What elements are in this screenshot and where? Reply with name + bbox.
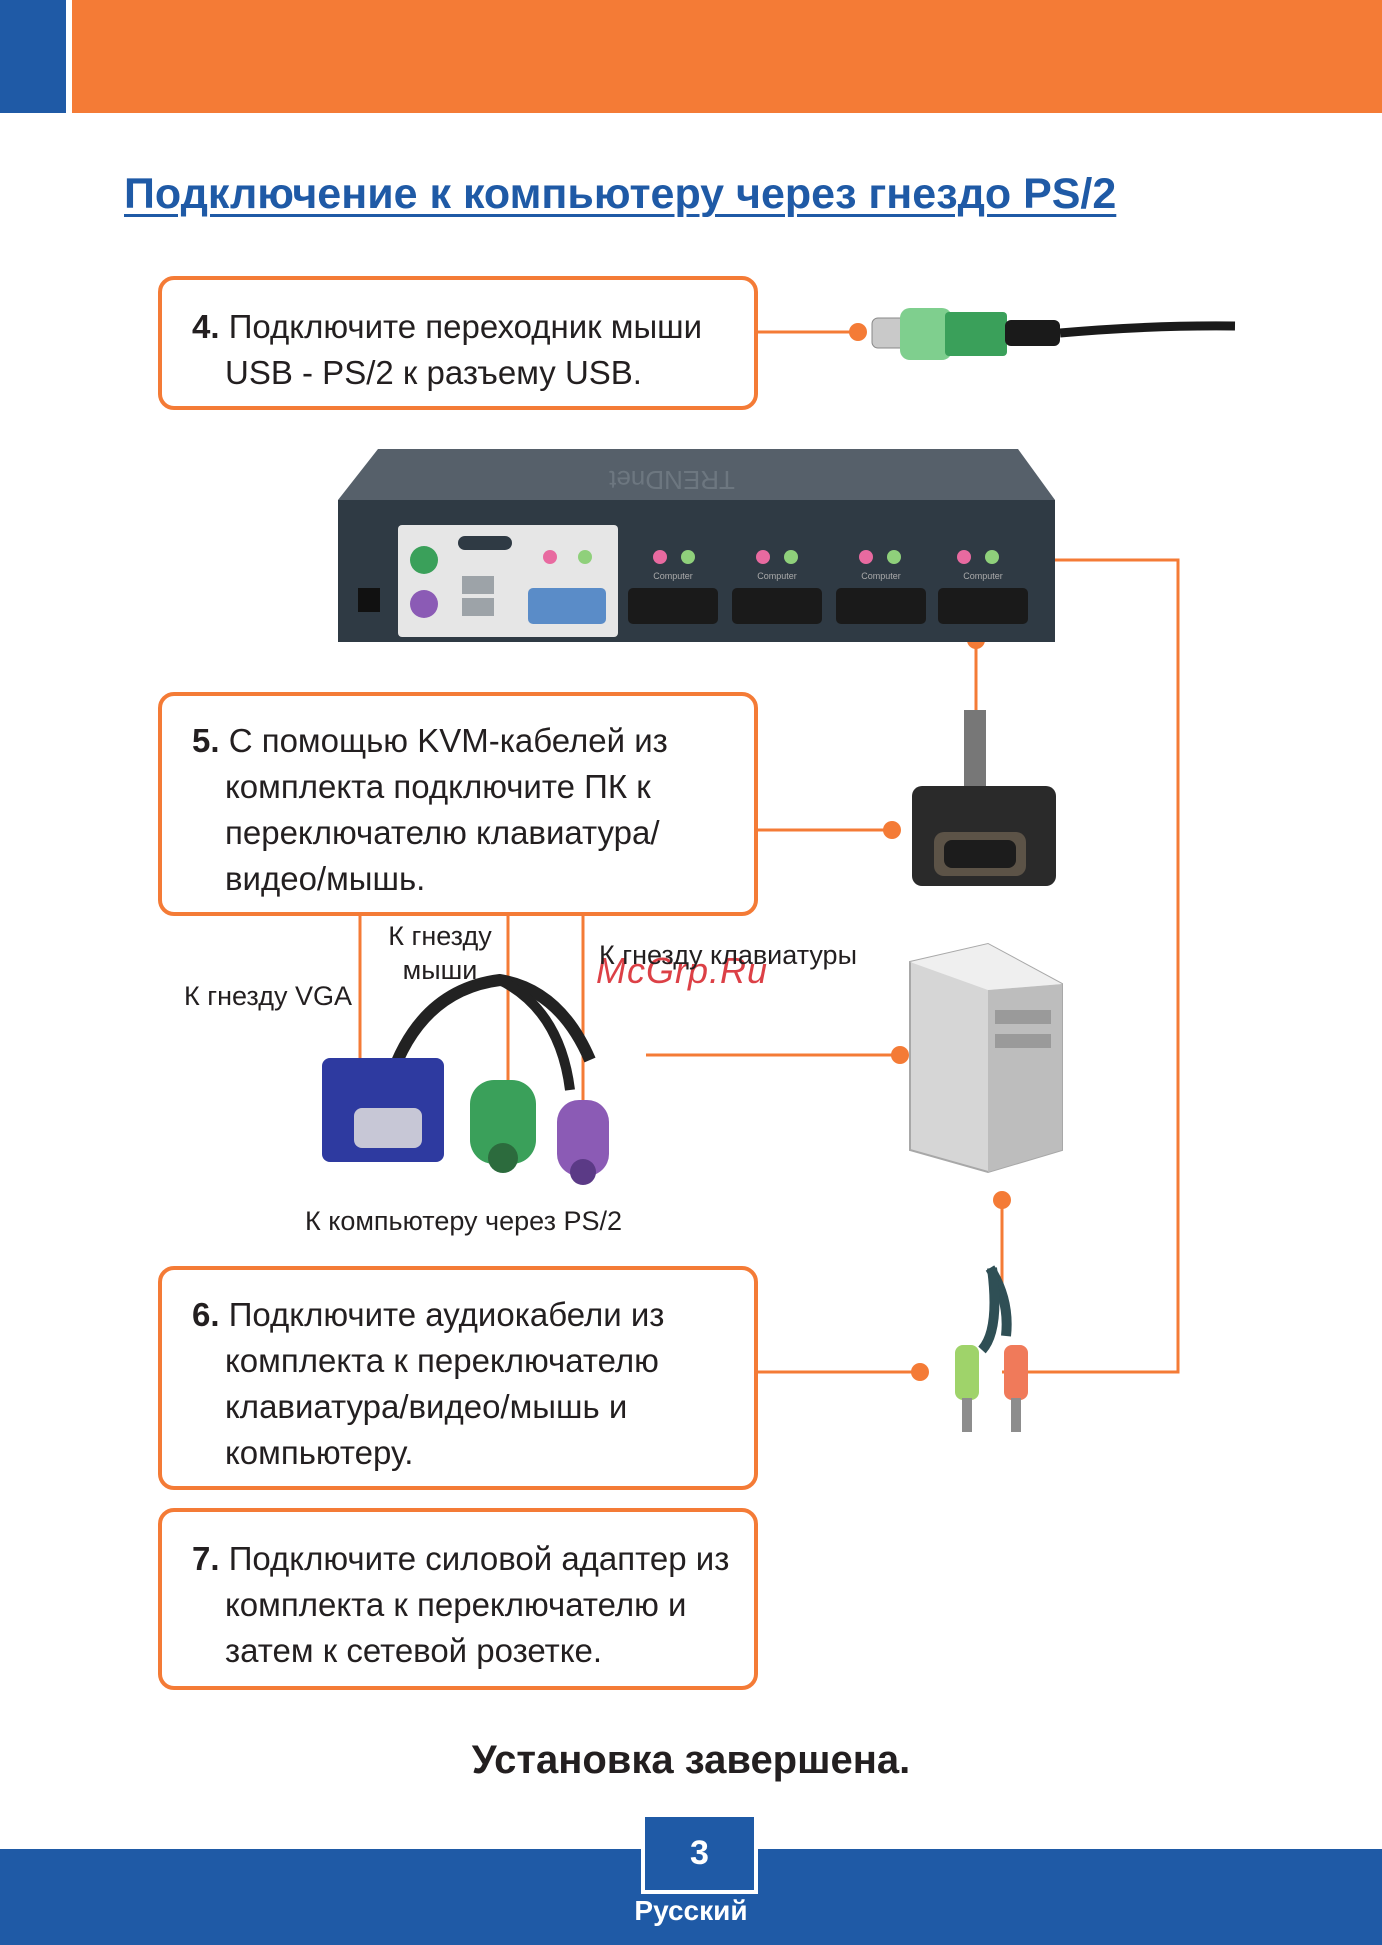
connector-lines (358, 330, 1180, 1374)
step-5-line-2: комплекта подключите ПК к (225, 768, 651, 805)
step-5-number: 5. (192, 722, 220, 759)
step-6-line-1: Подключите аудиокабели из (228, 1296, 665, 1333)
step-7-line-3: затем к сетевой розетке. (225, 1632, 603, 1669)
step-4-line-1: Подключите переходник мыши (228, 308, 703, 345)
computer-tower-icon (909, 942, 1063, 1174)
step-4-number: 4. (192, 308, 220, 345)
step-5-box: 5. С помощью KVM-кабелей из комплекта по… (158, 692, 758, 916)
step-6-line-4: компьютеру. (225, 1434, 414, 1471)
svg-text:Computer: Computer (963, 571, 1003, 581)
step-5-line-3: переключателю клавиатура/ (225, 814, 660, 851)
header-blue-block (0, 0, 66, 113)
label-to-mouse-line-1: К гнезду (388, 921, 492, 951)
step-7-box: 7. Подключите силовой адаптер из комплек… (158, 1508, 758, 1690)
usb-ps2-adapter-icon (871, 308, 1236, 360)
svg-text:TRENDnet: TRENDnet (608, 465, 734, 495)
step-7-line-1: Подключите силовой адаптер из (228, 1540, 730, 1577)
ps2-kvm-cable-icon (322, 973, 609, 1185)
step-4-box: 4. Подключите переходник мыши USB - PS/2… (158, 276, 758, 410)
step-5-line-1: С помощью KVM-кабелей из (228, 722, 668, 759)
header-orange-bar (72, 0, 1382, 113)
step-6-line-3: клавиатура/видео/мышь и (225, 1388, 628, 1425)
svg-text:Computer: Computer (757, 571, 797, 581)
kvm-switch-icon: TRENDnet Computer Computer Computer Comp… (338, 449, 1055, 642)
step-6-box: 6. Подключите аудиокабели из комплекта к… (158, 1266, 758, 1490)
language-label: Русский (634, 1895, 748, 1926)
step-7-number: 7. (192, 1540, 220, 1577)
page-title: Подключение к компьютеру через гнездо PS… (124, 170, 1117, 218)
page-number: 3 (641, 1813, 758, 1894)
svg-text:Computer: Computer (653, 571, 693, 581)
vga-connector-icon (912, 710, 1056, 886)
watermark: McGrp.Ru (596, 950, 769, 991)
step-7-line-2: комплекта к переключателю и (225, 1586, 687, 1623)
step-6-line-2: комплекта к переключателю (225, 1342, 659, 1379)
step-5-line-4: видео/мышь. (225, 860, 426, 897)
step-4-line-2: USB - PS/2 к разъему USB. (225, 354, 642, 391)
installation-complete-text: Установка завершена. (471, 1738, 911, 1782)
label-to-mouse-line-2: мыши (402, 955, 478, 985)
svg-text:Computer: Computer (861, 571, 901, 581)
label-to-vga: К гнезду VGA (184, 981, 352, 1011)
step-6-number: 6. (192, 1296, 220, 1333)
label-to-keyboard: К гнезду клавиатуры (599, 940, 857, 970)
audio-cable-icon (955, 1265, 1028, 1432)
label-to-mouse: К гнезду мыши (380, 919, 500, 987)
label-to-computer-ps2: К компьютеру через PS/2 (305, 1206, 622, 1236)
